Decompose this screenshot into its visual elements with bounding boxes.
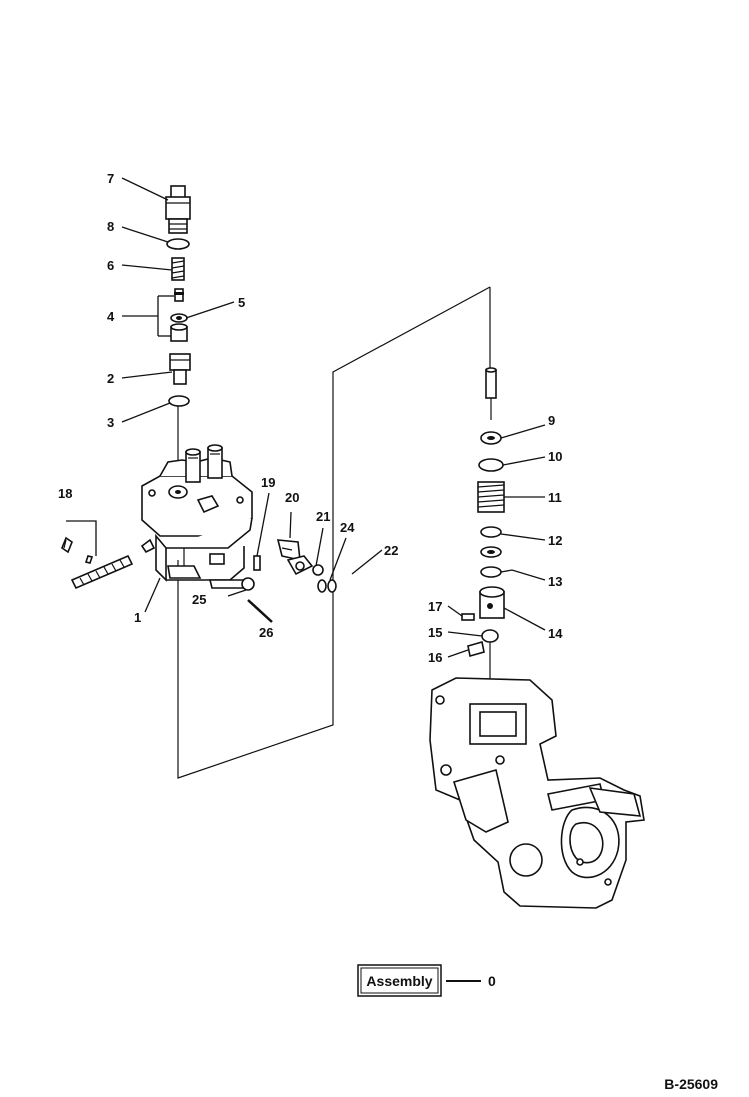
part-21-lever bbox=[286, 555, 324, 576]
part-15-ring bbox=[481, 629, 499, 643]
callout-5: 5 bbox=[238, 295, 245, 310]
callout-4: 4 bbox=[107, 309, 115, 324]
callout-14: 14 bbox=[548, 626, 563, 641]
part-12-seat bbox=[480, 526, 502, 558]
part-14-tappet bbox=[479, 586, 505, 619]
assembly-label: Assembly bbox=[366, 973, 432, 989]
callout-25: 25 bbox=[192, 592, 206, 607]
callout-3: 3 bbox=[107, 415, 114, 430]
part-20-plate bbox=[276, 539, 301, 562]
callout-6: 6 bbox=[107, 258, 114, 273]
part-9-seat bbox=[480, 431, 502, 445]
callout-9: 9 bbox=[548, 413, 555, 428]
assembly-number: 0 bbox=[488, 973, 496, 989]
assembly-reference: Assembly 0 bbox=[357, 964, 496, 997]
callout-18: 18 bbox=[58, 486, 72, 501]
callout-22: 22 bbox=[384, 543, 398, 558]
callout-15: 15 bbox=[428, 625, 442, 640]
callout-19: 19 bbox=[261, 475, 275, 490]
part-7-holder bbox=[165, 185, 191, 234]
callout-7: 7 bbox=[107, 171, 114, 186]
part-16-plug bbox=[467, 640, 485, 658]
callout-labels: 7 8 6 4 5 2 3 18 1 19 20 21 24 22 25 26 … bbox=[58, 171, 563, 665]
callout-17: 17 bbox=[428, 599, 442, 614]
callout-11: 11 bbox=[548, 490, 562, 505]
part-1-pump-body bbox=[141, 444, 253, 582]
part-10-washer bbox=[478, 458, 504, 472]
callout-13: 13 bbox=[548, 574, 562, 589]
callout-21: 21 bbox=[316, 509, 330, 524]
part-25-bolt bbox=[208, 577, 255, 597]
part-17-pin bbox=[461, 613, 475, 621]
callout-2: 2 bbox=[107, 371, 114, 386]
part-11-spring bbox=[477, 481, 505, 513]
figure-id: B-25609 bbox=[664, 1076, 718, 1092]
leader-lines bbox=[121, 177, 546, 658]
callout-16: 16 bbox=[428, 650, 442, 665]
part-3-gasket bbox=[168, 395, 190, 407]
part-6-spring bbox=[171, 257, 185, 281]
callout-26: 26 bbox=[259, 625, 273, 640]
part-26-pin bbox=[247, 599, 273, 623]
callout-20: 20 bbox=[285, 490, 299, 505]
part-19-pin bbox=[253, 555, 261, 571]
callout-8: 8 bbox=[107, 219, 114, 234]
callout-1: 1 bbox=[134, 610, 141, 625]
callout-24: 24 bbox=[340, 520, 355, 535]
part-24-washer bbox=[317, 579, 337, 593]
part-4-valve-assembly bbox=[170, 288, 188, 342]
part-18-spring-and-pin bbox=[61, 520, 156, 590]
callout-12: 12 bbox=[548, 533, 562, 548]
part-13-shim bbox=[480, 566, 502, 578]
callout-10: 10 bbox=[548, 449, 562, 464]
part-2-delivery-valve bbox=[169, 353, 191, 385]
part-8-o-ring bbox=[166, 238, 190, 250]
rod-top bbox=[485, 367, 497, 420]
gear-case-housing bbox=[429, 677, 645, 909]
